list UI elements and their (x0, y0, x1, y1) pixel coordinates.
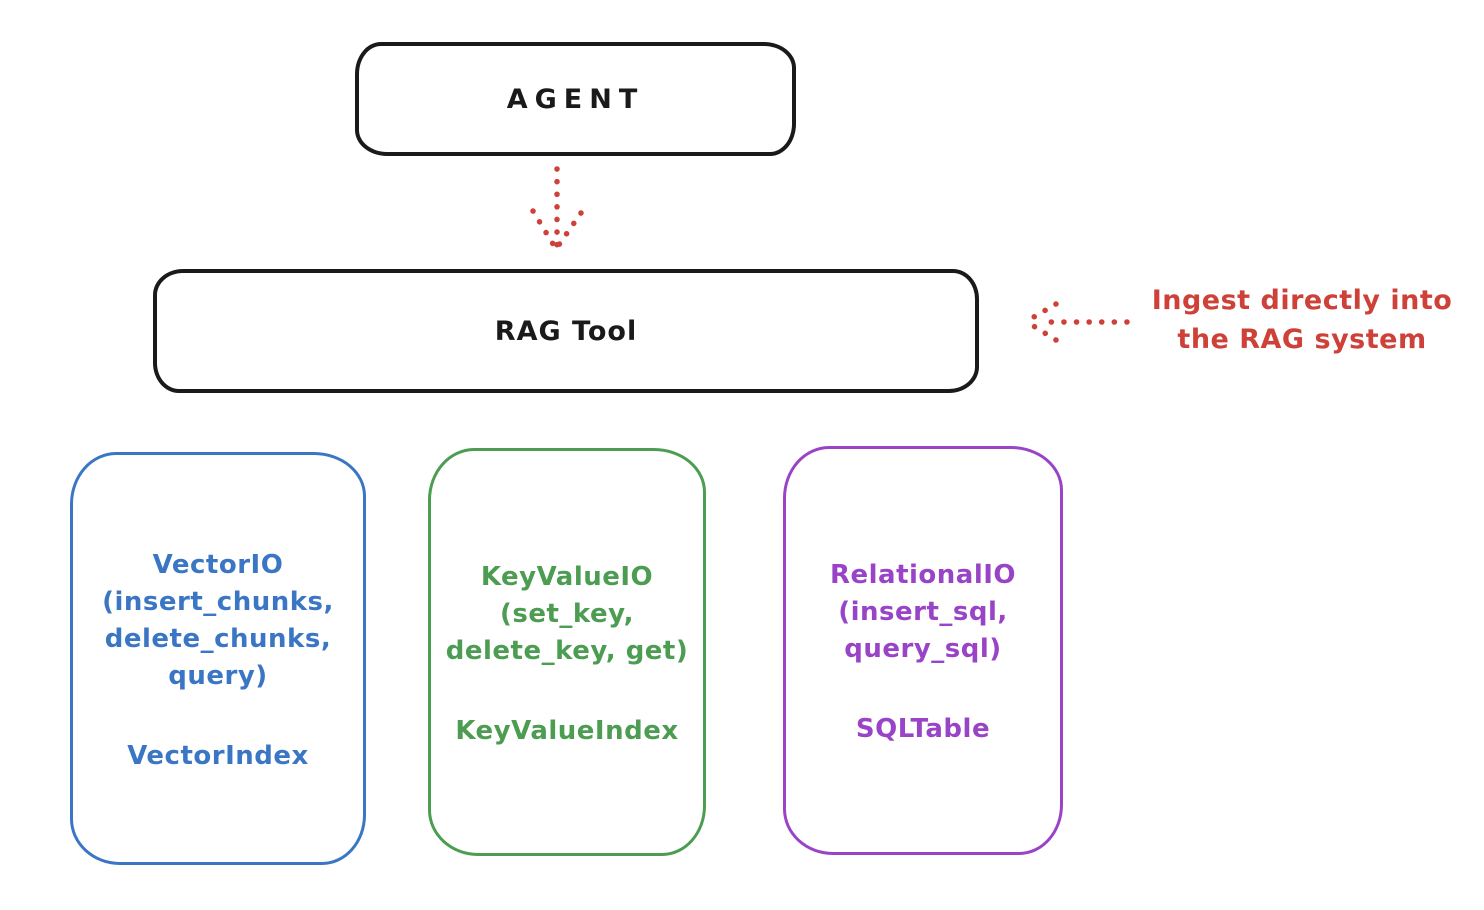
vectorio-signature: VectorIO (insert_chunks, delete_chunks, … (102, 547, 334, 695)
relationalio-signature: RelationalIO (insert_sql, query_sql) (830, 557, 1016, 668)
ingest-annotation: Ingest directly into the RAG system (1132, 281, 1472, 359)
agent-node: AGENT (355, 42, 796, 156)
rag-tool-label: RAG Tool (494, 315, 638, 347)
keyvalueio-line: (set_key, (500, 598, 634, 629)
relationalio-line: RelationalIO (829, 560, 1017, 590)
vectorio-line: delete_chunks, (104, 623, 332, 654)
ingest-arrow (1024, 301, 1130, 343)
agent-label: AGENT (506, 83, 645, 115)
relationalio-line: (insert_sql, (838, 597, 1008, 627)
vector-index-label: VectorIndex (127, 740, 309, 771)
keyvalueio-line: delete_key, get) (445, 635, 689, 666)
ingest-annotation-line1: Ingest directly into (1151, 285, 1453, 316)
sqltable-label: SQLTable (855, 714, 991, 744)
vectorio-line: (insert_chunks, (102, 586, 334, 617)
keyvalueio-node: KeyValueIO (set_key, delete_key, get) Ke… (428, 448, 706, 856)
relationalio-line: query_sql) (844, 634, 1002, 664)
vectorio-line: query) (168, 660, 268, 691)
rag-tool-node: RAG Tool (153, 269, 979, 393)
relationalio-node: RelationalIO (insert_sql, query_sql) SQL… (783, 446, 1063, 855)
vectorio-line: VectorIO (152, 549, 284, 580)
agent-to-rag-arrow (530, 166, 584, 252)
keyvalueio-line: KeyValueIO (480, 561, 654, 592)
keyvalue-index-label: KeyValueIndex (455, 715, 679, 746)
vectorio-node: VectorIO (insert_chunks, delete_chunks, … (70, 452, 366, 865)
keyvalueio-signature: KeyValueIO (set_key, delete_key, get) (446, 559, 689, 670)
ingest-annotation-line2: the RAG system (1177, 324, 1427, 355)
